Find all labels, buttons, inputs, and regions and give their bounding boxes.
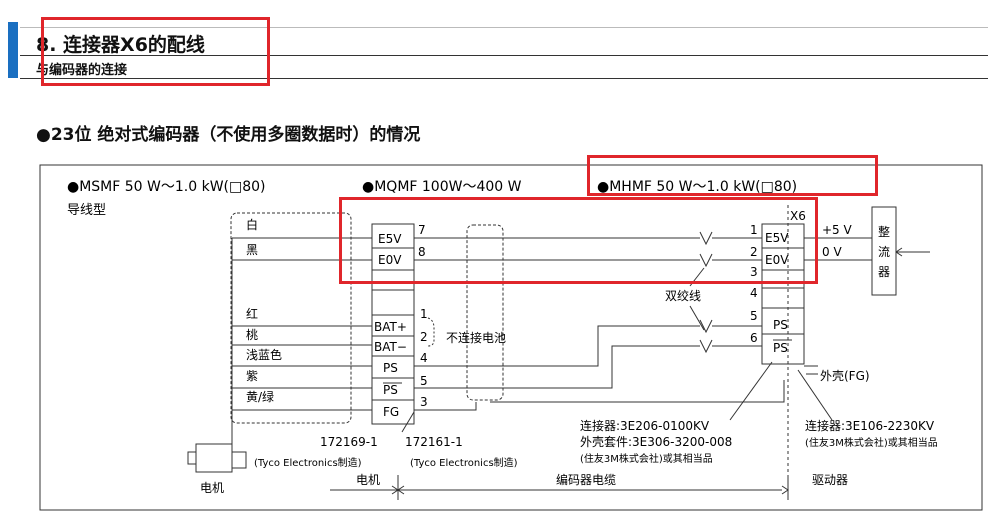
shell-fg-label: 外壳(FG) — [820, 369, 870, 383]
highlight-box-mhmf — [587, 155, 878, 196]
encoder-cable-wires — [414, 231, 785, 411]
motor-pin-num-3: 3 — [420, 395, 428, 409]
model-msmf: ●MSMF 50 W～1.0 kW(□80) — [67, 179, 266, 195]
conn-3e106: 连接器:3E106-2230KV — [805, 418, 935, 433]
motor-pin-num-4: 4 — [420, 351, 428, 365]
motor-pin-num-2: 2 — [420, 330, 428, 344]
no-battery-bracket — [427, 317, 435, 347]
section-title: ●23位 绝对式编码器（不使用多圈数据时）的情况 — [36, 125, 421, 145]
sumitomo-2: (住友3M株式会社)或其相当品 — [805, 436, 938, 449]
x6-pin-num-5: 5 — [750, 309, 758, 323]
callout-3e106 — [797, 369, 833, 421]
motor-pin-ps-bar: PS — [383, 383, 398, 397]
motor-pin-num-5: 5 — [420, 374, 428, 388]
x6-pin-num-1: 1 — [750, 223, 758, 237]
wire-label-pink: 桃 — [246, 327, 258, 342]
x6-pin-ps-bar: PS — [773, 341, 788, 355]
rectifier-char-2: 流 — [878, 245, 890, 259]
x6-pin-ps: PS — [773, 318, 788, 332]
bottom-label-cable: 编码器电缆 — [556, 472, 616, 487]
x6-pin-num-2: 2 — [750, 245, 758, 259]
zero-v-label: 0 V — [822, 245, 842, 259]
rectifier-char-1: 整 — [878, 224, 890, 239]
wire-label-black: 黑 — [246, 243, 258, 257]
motor-pin-fg: FG — [383, 405, 399, 419]
header-divider — [20, 55, 988, 56]
header-top-line — [20, 27, 988, 28]
header-accent-bar — [8, 22, 18, 78]
wire-label-white: 白 — [246, 217, 258, 232]
shell-fg-pointer — [804, 365, 818, 375]
motor-pin-e5v: E5V — [378, 232, 402, 246]
lead-type: 导线型 — [67, 203, 106, 218]
x6-label: X6 — [790, 209, 806, 223]
part-172169: 172169-1 — [320, 435, 378, 449]
rectifier-char-3: 器 — [878, 265, 890, 279]
rectifier-box — [871, 206, 897, 296]
wire-label-yellowgreen: 黄/绿 — [246, 389, 274, 404]
bottom-label-driver: 驱动器 — [812, 473, 848, 487]
shell-kit: 外壳套件:3E306-3200-008 — [580, 435, 732, 449]
twisted-pair-label: 双绞线 — [665, 288, 701, 303]
motor-label: 电机 — [200, 481, 224, 495]
motor-pin-bat-minus: BAT− — [374, 340, 407, 354]
motor-cable-outline — [230, 212, 352, 424]
cable-shield-outline — [466, 224, 504, 401]
x6-connector: X6 E5V E0V PS PS 1 2 3 4 5 6 — [750, 209, 806, 365]
highlight-box-title — [41, 17, 270, 86]
callout-3e206 — [729, 361, 773, 421]
tyco-1: (Tyco Electronics制造) — [254, 456, 362, 469]
page-title: 8. 连接器X6的配线 — [36, 34, 205, 56]
bottom-label-motor: 电机 — [356, 473, 380, 487]
motor-pin-num-7: 7 — [418, 223, 426, 237]
callout-172161 — [401, 411, 415, 433]
header-bottom-line — [20, 78, 988, 79]
motor-wires — [231, 237, 372, 430]
x6-pin-num-6: 6 — [750, 331, 758, 345]
wire-label-red: 红 — [246, 306, 258, 321]
motor-pin-e0v: E0V — [378, 253, 402, 267]
motor-pin-num-8: 8 — [418, 245, 426, 259]
page-subtitle: 与编码器的连接 — [36, 63, 128, 78]
x6-pin-num-3: 3 — [750, 265, 758, 279]
highlight-box-power-wires — [339, 197, 818, 284]
wire-label-lightblue: 浅蓝色 — [246, 348, 282, 362]
motor-pin-ps: PS — [383, 361, 398, 375]
no-battery-label: 不连接电池 — [446, 330, 506, 345]
x6-pin-e5v: E5V — [765, 231, 789, 245]
diagram-frame — [39, 164, 983, 511]
motor-pin-bat-plus: BAT+ — [374, 320, 407, 334]
tyco-2: (Tyco Electronics制造) — [410, 456, 518, 469]
bottom-dimension — [330, 475, 789, 500]
plus5v-label: +5 V — [822, 223, 853, 237]
part-172161: 172161-1 — [405, 435, 463, 449]
model-mqmf: ●MQMF 100W～400 W — [362, 179, 522, 195]
motor-symbol — [187, 430, 247, 473]
model-mhmf: ●MHMF 50 W～1.0 kW(□80) — [597, 179, 797, 195]
motor-connector: E5V E0V BAT+ BAT− PS PS FG 7 8 1 2 4 5 3 — [371, 223, 428, 425]
conn-3e206: 连接器:3E206-0100KV — [580, 418, 710, 433]
sumitomo-1: (住友3M株式会社)或其相当品 — [580, 452, 713, 465]
x6-pin-num-4: 4 — [750, 286, 758, 300]
x6-pin-e0v: E0V — [765, 253, 789, 267]
wire-label-purple: 紫 — [246, 369, 258, 383]
motor-pin-num-1: 1 — [420, 307, 428, 321]
